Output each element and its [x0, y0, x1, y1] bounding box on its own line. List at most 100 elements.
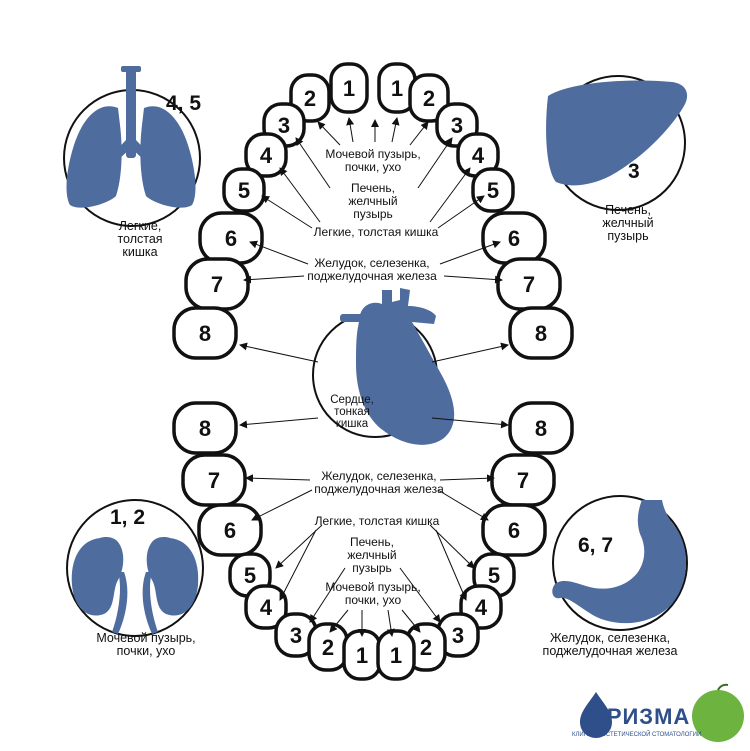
- tooth-number: 6: [508, 226, 520, 251]
- arrow: [309, 567, 346, 623]
- tooth-lower-left-7: 7: [181, 453, 247, 507]
- logo-name: ПРИЗМА: [590, 704, 691, 729]
- tooth-number: 7: [523, 272, 535, 297]
- tooth-lower-left-4: 4: [244, 584, 288, 630]
- arrow: [399, 567, 441, 623]
- heart-icon: [340, 288, 455, 445]
- tooth-number: 4: [260, 595, 273, 620]
- tooth-lower-left-1: 1: [342, 629, 382, 681]
- arrow: [249, 240, 309, 265]
- kidneys-label: Мочевой пузырь, почки, ухо: [96, 631, 196, 658]
- arrow: [386, 609, 395, 637]
- arrow: [431, 417, 509, 429]
- stomach-label: Желудок, селезенка, поджелудочная железа: [542, 631, 678, 658]
- arrow: [409, 121, 429, 146]
- tooth-number: 5: [487, 178, 499, 203]
- kidneys-icon: [71, 537, 199, 634]
- tooth-lower-right-7: 7: [490, 453, 556, 507]
- tooth-number: 8: [199, 416, 211, 441]
- arrow: [239, 342, 319, 363]
- arrow: [261, 195, 313, 229]
- tooth-lower-right-4: 4: [459, 584, 503, 630]
- arrow: [443, 275, 503, 284]
- tooth-lower-left-2: 2: [307, 622, 349, 672]
- arrow: [346, 117, 355, 143]
- lungs-label: Легкие, толстая кишка: [117, 219, 163, 259]
- tooth-number: 8: [535, 321, 547, 346]
- arrow: [279, 529, 317, 601]
- tooth-number: 1: [390, 643, 402, 668]
- tooth-number: 4: [472, 143, 485, 168]
- tooth-number: 6: [508, 518, 520, 543]
- tooth-upper-left-8: 8: [172, 306, 238, 360]
- tooth-number: 6: [224, 518, 236, 543]
- apple-icon: [692, 690, 744, 742]
- upper-bladder-label: Мочевой пузырь, почки, ухо: [325, 147, 421, 174]
- arrow: [317, 121, 341, 146]
- logo-tagline: КЛИНИКА ЭСТЕТИЧЕСКОЙ СТОМАТОЛОГИИ: [572, 732, 702, 738]
- tooth-number: 2: [420, 635, 432, 660]
- tooth-lower-left-8: 8: [172, 401, 238, 455]
- arrow: [435, 529, 467, 601]
- tooth-lower-left-6: 6: [197, 503, 263, 557]
- tooth-number: 3: [452, 623, 464, 648]
- tooth-upper-left-6: 6: [198, 211, 264, 265]
- tooth-number: 7: [517, 468, 529, 493]
- arrow: [439, 474, 495, 483]
- arrow: [245, 474, 311, 483]
- heart-label: Сердце, тонкая кишка: [330, 394, 374, 430]
- tooth-number: 2: [322, 635, 334, 660]
- liver-icon: [546, 80, 688, 186]
- stomach-icon: [552, 500, 687, 624]
- tooth-number: 8: [199, 321, 211, 346]
- arrow: [437, 489, 489, 521]
- arrow: [437, 195, 485, 229]
- lungs-numbers: 4, 5: [166, 92, 202, 115]
- kidneys-numbers: 1, 2: [110, 506, 146, 529]
- arrow: [401, 609, 421, 633]
- arrow: [329, 609, 349, 633]
- tooth-upper-left-5: 5: [222, 167, 266, 213]
- arrow: [243, 275, 305, 284]
- lower-lungs-label: Легкие, толстая кишка: [314, 514, 440, 528]
- liver-label: Печень, желчный пузырь: [602, 203, 654, 243]
- prizma-logo: ПРИЗМА КЛИНИКА ЭСТЕТИЧЕСКОЙ СТОМАТОЛОГИИ: [568, 682, 744, 746]
- lower-liver-label: Печень, желчный пузырь: [347, 535, 397, 575]
- tooth-upper-left-4: 4: [244, 132, 288, 178]
- arrow: [417, 137, 453, 189]
- tooth-lower-right-3: 3: [436, 612, 480, 658]
- upper-lungs-label: Легкие, толстая кишка: [313, 225, 439, 239]
- lower-stomach-label: Желудок, селезенка, поджелудочная железа: [314, 469, 444, 496]
- tooth-number: 5: [244, 563, 256, 588]
- tooth-number: 1: [391, 76, 403, 101]
- tooth-number: 2: [423, 86, 435, 111]
- lungs-icon: [66, 66, 196, 208]
- tooth-number: 6: [225, 226, 237, 251]
- tooth-number: 7: [211, 272, 223, 297]
- logo-drop-icon: [580, 692, 612, 738]
- tooth-lower-right-1: 1: [376, 629, 416, 681]
- arrow: [239, 417, 319, 429]
- arrow: [429, 167, 471, 223]
- tooth-upper-right-2: 2: [408, 73, 450, 123]
- tooth-upper-right-5: 5: [471, 167, 515, 213]
- tooth-lower-right-6: 6: [481, 503, 547, 557]
- upper-liver-label: Печень, желчный пузырь: [348, 181, 398, 221]
- arrow: [295, 137, 331, 189]
- tooth-upper-right-8: 8: [508, 306, 574, 360]
- arrow: [431, 342, 509, 363]
- tooth-upper-right-6: 6: [481, 211, 547, 265]
- tooth-number: 8: [535, 416, 547, 441]
- tooth-number: 3: [290, 623, 302, 648]
- tooth-upper-left-1: 1: [329, 62, 369, 114]
- stomach-numbers: 6, 7: [578, 534, 614, 557]
- upper-stomach-label: Желудок, селезенка, поджелудочная железа: [307, 256, 437, 283]
- arrow: [279, 167, 321, 223]
- tooth-lower-right-8: 8: [508, 401, 574, 455]
- liver-numbers: 3: [628, 160, 640, 183]
- tooth-number: 5: [488, 563, 500, 588]
- lower-bladder-label: Мочевой пузырь, почки, ухо: [325, 580, 421, 607]
- tooth-number: 3: [278, 113, 290, 138]
- tooth-number: 1: [343, 76, 355, 101]
